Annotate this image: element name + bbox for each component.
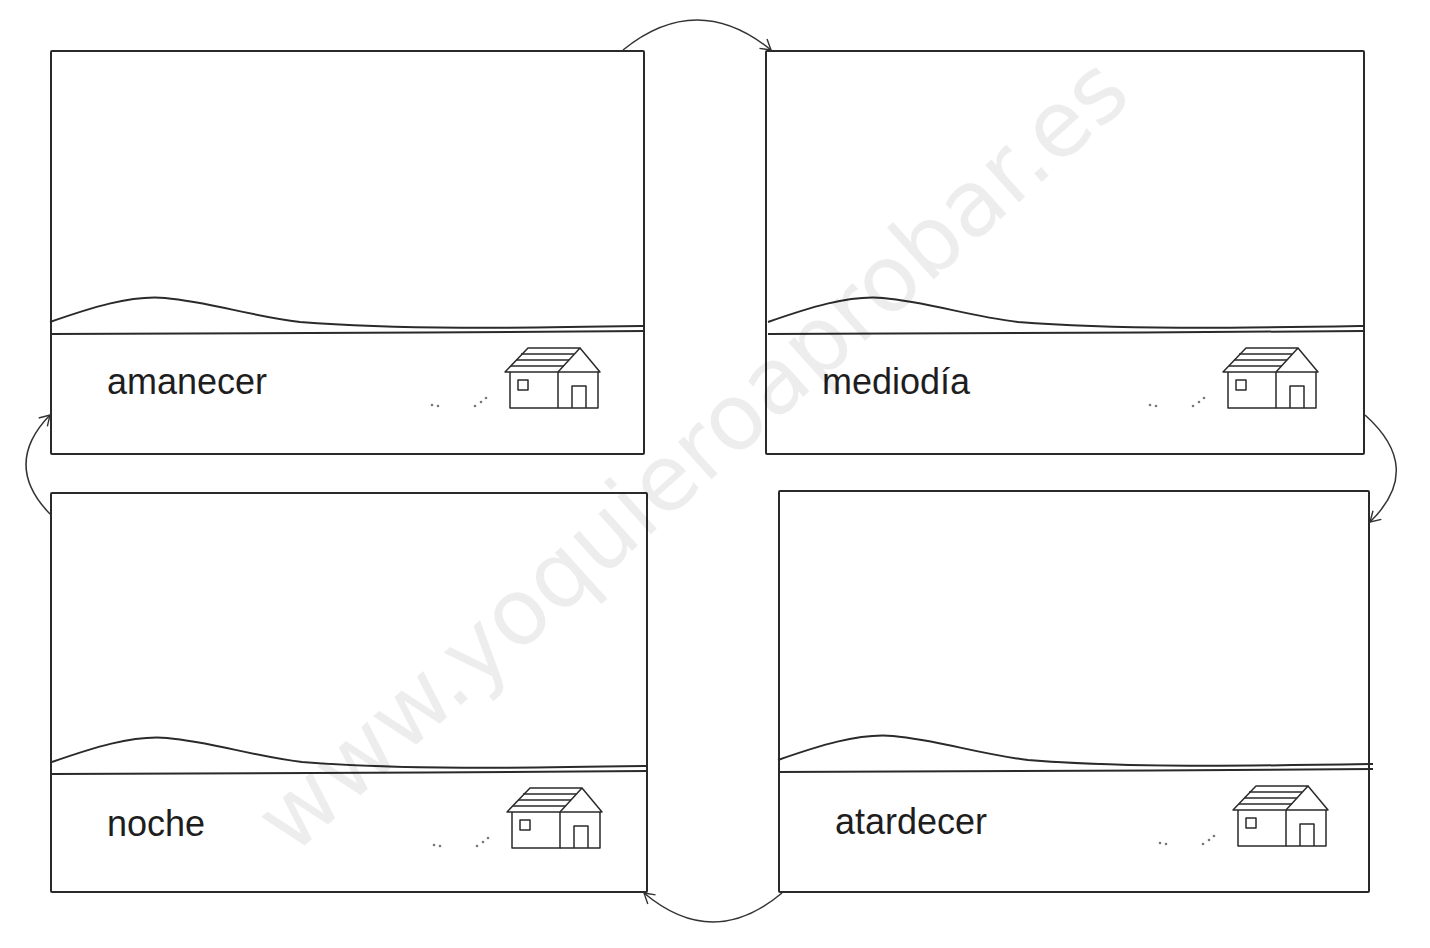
cycle-arrow: [26, 415, 50, 514]
scene-panel: atardecer: [778, 490, 1370, 893]
time-of-day-label: amanecer: [107, 360, 267, 403]
time-of-day-label: noche: [107, 802, 205, 845]
cycle-arrow: [1365, 415, 1396, 522]
scene-panel: noche: [50, 492, 648, 893]
cycle-arrow: [644, 893, 782, 922]
cycle-arrow: [623, 20, 771, 50]
time-of-day-label: atardecer: [835, 800, 987, 843]
watermark: www.yoquieroaprobar.es: [240, 64, 1119, 868]
time-of-day-label: mediodía: [822, 360, 970, 403]
scene-panel: mediodía: [765, 50, 1365, 455]
scene-panel: amanecer: [50, 50, 645, 455]
